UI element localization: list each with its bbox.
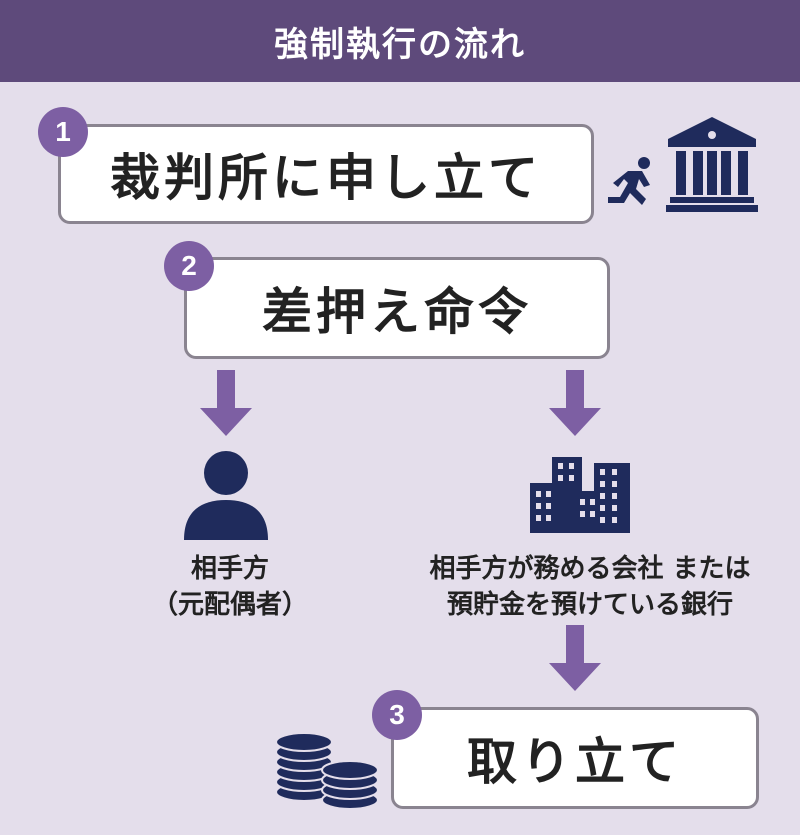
coins-icon [275, 732, 379, 810]
target-person-caption: 相手方 （元配偶者） [120, 551, 340, 623]
step-3-box: 取り立て [391, 707, 759, 809]
target-company-line1: 相手方が務める会社 または [429, 554, 751, 584]
target-company-caption: 相手方が務める会社 または 預貯金を預けている銀行 [392, 551, 788, 623]
arrow-down-left [200, 370, 252, 436]
step-2-number-badge: 2 [164, 241, 214, 291]
step-3-number-badge: 3 [372, 690, 422, 740]
step-1-number-badge: 1 [38, 107, 88, 157]
running-person-icon [608, 157, 650, 205]
buildings-icon [530, 457, 630, 533]
arrow-down-to-step-3 [549, 625, 601, 691]
person-icon [184, 451, 268, 540]
arrow-down-right [549, 370, 601, 436]
step-2-label: 差押え命令 [262, 283, 532, 341]
step-2-box: 差押え命令 [184, 257, 610, 359]
step-3-label: 取り立て [467, 733, 683, 791]
step-1-label: 裁判所に申し立て [110, 149, 542, 207]
target-person-line1: 相手方 [190, 554, 269, 584]
courthouse-icon [666, 117, 758, 212]
step-1-box: 裁判所に申し立て [58, 124, 594, 224]
target-person-line2: （元配偶者） [151, 590, 308, 620]
target-company-line2: 預貯金を預けている銀行 [446, 590, 733, 620]
header-bar: 強制執行の流れ [0, 0, 800, 82]
page-title: 強制執行の流れ [274, 24, 526, 65]
